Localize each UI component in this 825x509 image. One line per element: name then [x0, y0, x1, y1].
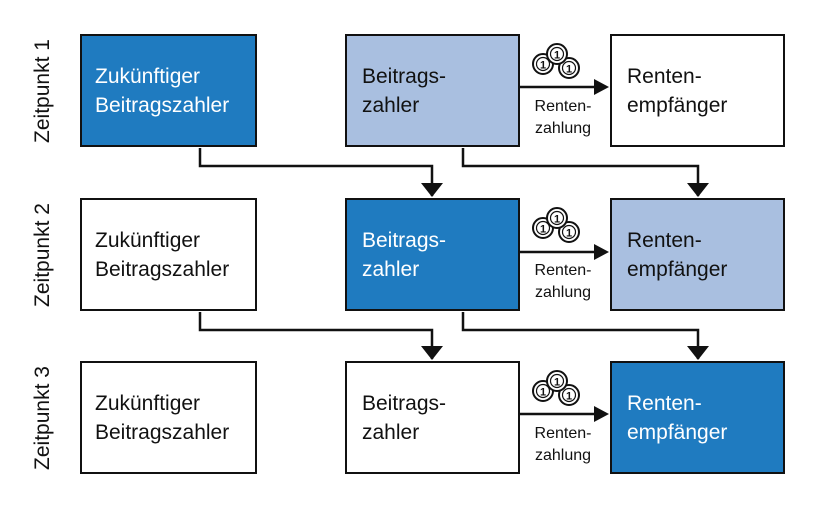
- coins-icon: 1 1 1: [532, 370, 580, 406]
- payer-box-row1: Beitrags- zahler: [345, 34, 520, 147]
- coins-icon: 1 1 1: [532, 207, 580, 243]
- payment-label-row2: Renten- zahlung: [534, 262, 592, 301]
- connector-row1-future-to-row2-payer: [198, 148, 443, 197]
- future-payer-label: Zukünftiger Beitragszahler: [95, 391, 230, 444]
- svg-text:1: 1: [554, 50, 560, 62]
- connector-row2-future-to-row3-payer: [198, 312, 443, 360]
- recipient-label: Renten- empfänger: [627, 391, 728, 444]
- timepoint-label-3: Zeitpunkt 3: [31, 366, 54, 470]
- svg-text:1: 1: [540, 224, 546, 236]
- recipient-label: Renten- empfänger: [627, 228, 728, 281]
- svg-text:1: 1: [566, 228, 572, 240]
- payment-label-row1: Renten- zahlung: [534, 98, 592, 137]
- payer-label: Beitrags- zahler: [362, 228, 447, 281]
- svg-text:1: 1: [540, 387, 546, 399]
- connector-row2-payer-to-row3-recipient: [461, 312, 709, 360]
- recipient-label: Renten- empfänger: [627, 64, 728, 117]
- coins-icon: 1 1 1: [532, 43, 580, 79]
- future-payer-label: Zukünftiger Beitragszahler: [95, 64, 230, 117]
- connector-row1-payer-to-row2-recipient: [461, 148, 709, 197]
- payer-label: Beitrags- zahler: [362, 64, 447, 117]
- payment-arrow-row2: [520, 244, 609, 260]
- future-payer-box-row3: Zukünftiger Beitragszahler: [80, 361, 257, 474]
- svg-text:1: 1: [566, 64, 572, 76]
- timepoint-label-2: Zeitpunkt 2: [31, 203, 54, 307]
- payer-label: Beitrags- zahler: [362, 391, 447, 444]
- future-payer-box-row2: Zukünftiger Beitragszahler: [80, 198, 257, 311]
- svg-text:1: 1: [540, 60, 546, 72]
- payer-box-row2: Beitrags- zahler: [345, 198, 520, 311]
- recipient-box-row2: Renten- empfänger: [610, 198, 785, 311]
- svg-text:1: 1: [566, 391, 572, 403]
- recipient-box-row3: Renten- empfänger: [610, 361, 785, 474]
- svg-text:1: 1: [554, 377, 560, 389]
- svg-text:1: 1: [554, 214, 560, 226]
- payment-arrow-row1: [520, 79, 609, 95]
- recipient-box-row1: Renten- empfänger: [610, 34, 785, 147]
- payment-label-row3: Renten- zahlung: [534, 425, 592, 464]
- payer-box-row3: Beitrags- zahler: [345, 361, 520, 474]
- future-payer-label: Zukünftiger Beitragszahler: [95, 228, 230, 281]
- payment-arrow-row3: [520, 406, 609, 422]
- timepoint-label-1: Zeitpunkt 1: [31, 39, 54, 143]
- future-payer-box-row1: Zukünftiger Beitragszahler: [80, 34, 257, 147]
